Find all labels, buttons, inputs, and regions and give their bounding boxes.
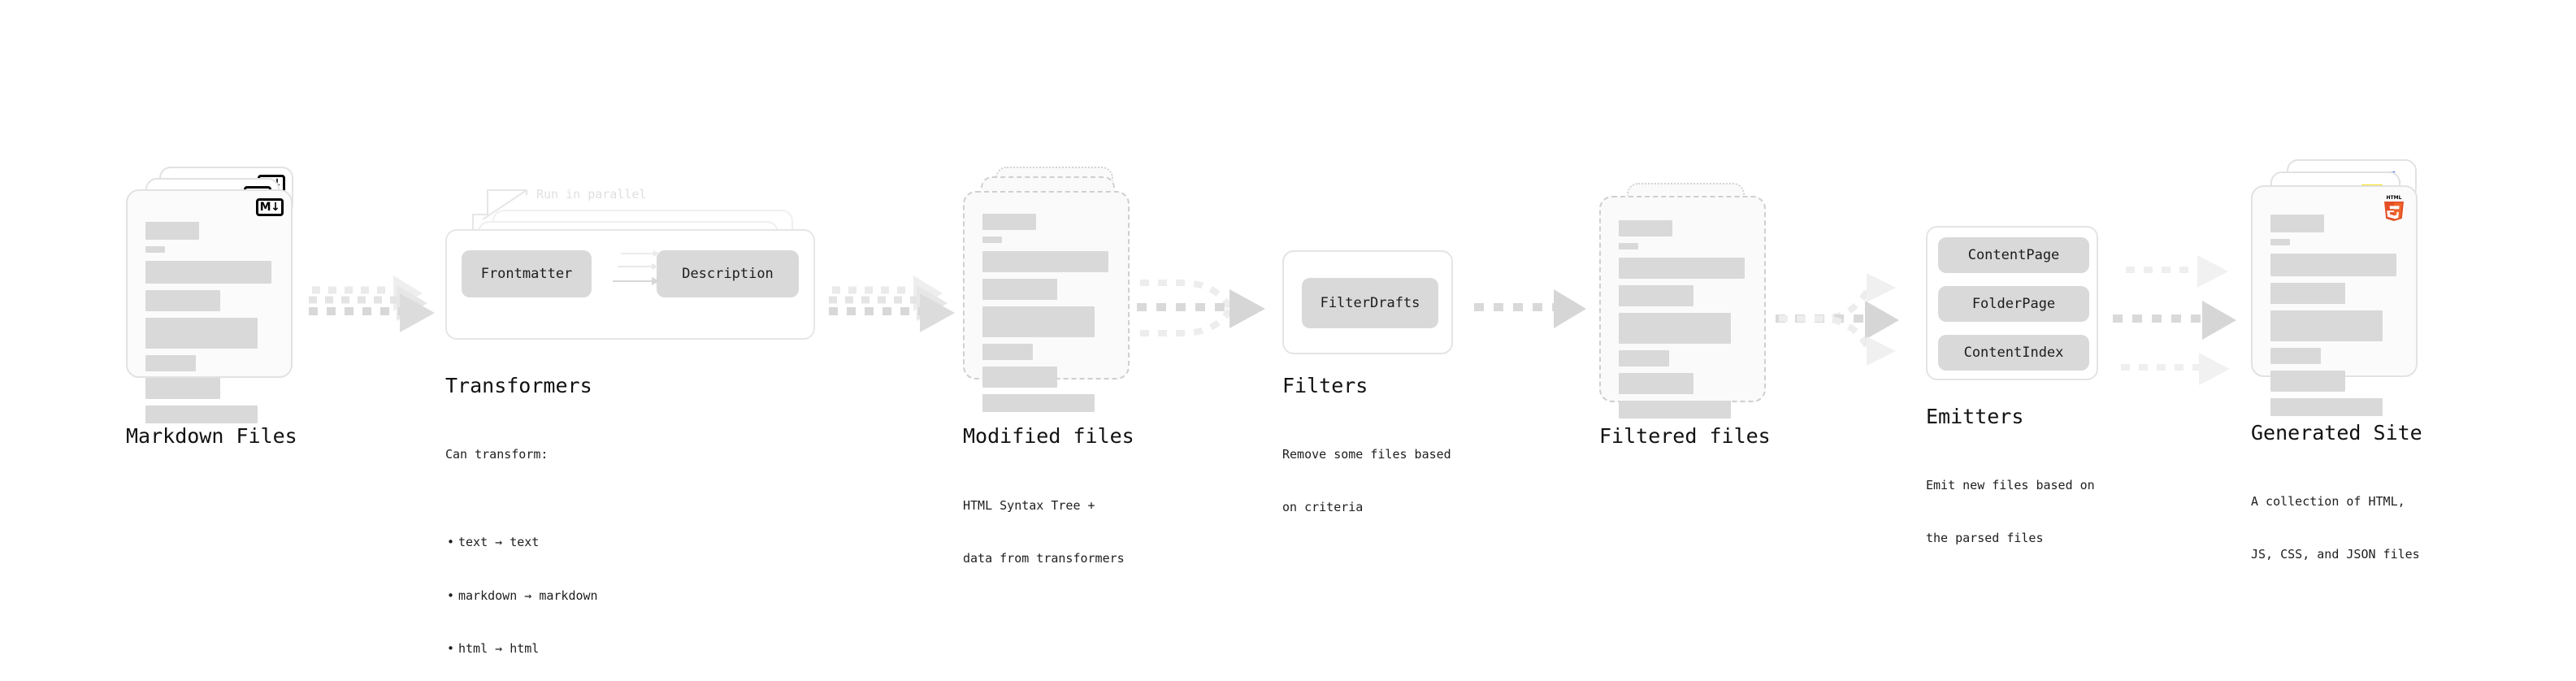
caption-line: Emit new files based on — [1926, 477, 2095, 492]
skeleton-bar — [1619, 243, 1638, 249]
emitter-pill-contentpage[interactable]: ContentPage — [1938, 237, 2089, 273]
stage-title-generated-site: Generated Site — [2251, 421, 2422, 445]
stage-caption-transformers: Can transform: text → text markdown → ma… — [445, 410, 598, 681]
run-in-parallel-bracket — [472, 189, 527, 234]
emitter-pill-folderpage[interactable]: FolderPage — [1938, 286, 2089, 322]
skeleton-bar — [2270, 215, 2324, 232]
skeleton-bar — [982, 394, 1095, 412]
markdown-badge: M↓ — [256, 198, 284, 216]
modified-card-front — [963, 191, 1130, 412]
connector-filters-to-filtered — [1474, 289, 1586, 328]
skeleton-bar — [982, 344, 1033, 360]
skeleton-bar — [982, 214, 1036, 230]
svg-text:HTML: HTML — [2387, 195, 2402, 201]
transformer-pill-frontmatter[interactable]: Frontmatter — [462, 250, 592, 297]
caption-line: data from transformers — [963, 550, 1125, 566]
skeleton-bar — [2270, 239, 2290, 245]
caption-list-item: markdown → markdown — [458, 588, 598, 605]
skeleton-bar — [1619, 285, 1693, 306]
connector-modified-to-filters — [1137, 280, 1265, 336]
caption-list: text → text markdown → markdown html → h… — [445, 499, 598, 681]
stage-transformers: Run in parallel Frontmatter Description — [445, 187, 835, 362]
connector-emitters-to-site — [2113, 255, 2236, 385]
skeleton-bar — [2270, 310, 2383, 341]
skeleton-bar — [2270, 254, 2396, 276]
connector-transformers-to-modified — [829, 275, 955, 332]
stage-title-emitters: Emitters — [1926, 405, 2024, 428]
caption-line: Remove some files based — [1282, 446, 1451, 462]
skeleton-bar — [145, 355, 196, 371]
caption-list-item: html → html — [458, 640, 598, 658]
caption-line: the parsed files — [1926, 530, 2044, 545]
caption-line: A collection of HTML, — [2251, 493, 2405, 509]
caption-line: on criteria — [1282, 499, 1364, 514]
skeleton-bar — [145, 261, 271, 284]
stage-title-markdown-files: Markdown Files — [126, 424, 297, 448]
stage-title-filters: Filters — [1282, 374, 1368, 397]
stage-caption-filters: Remove some files based on criteria — [1282, 410, 1451, 552]
skeleton-bar — [145, 290, 220, 311]
connector-markdown-to-transformers — [309, 275, 435, 332]
skeleton-bar — [145, 378, 220, 399]
emitters-box[interactable]: ContentPage FolderPage ContentIndex — [1926, 226, 2098, 380]
skeleton-bar — [982, 367, 1057, 388]
caption-heading: Can transform: — [445, 446, 549, 462]
transformer-pill-description[interactable]: Description — [657, 250, 799, 297]
markdown-card-front: M↓ — [126, 189, 293, 423]
stage-markdown-files: M↓ M↓ M↓ — [126, 167, 313, 423]
stage-caption-modified-files: HTML Syntax Tree + data from transformer… — [963, 462, 1125, 603]
filter-pill-filterdrafts[interactable]: FilterDrafts — [1302, 278, 1438, 328]
stage-modified-files — [963, 167, 1150, 412]
html5-badge: HTML — [2382, 193, 2406, 221]
skeleton-bar — [1619, 220, 1672, 236]
skeleton-bar — [982, 306, 1095, 337]
skeleton-bar — [2270, 398, 2383, 416]
caption-line: HTML Syntax Tree + — [963, 497, 1095, 513]
caption-line: JS, CSS, and JSON files — [2251, 546, 2420, 562]
skeleton-bar — [145, 222, 199, 240]
run-in-parallel-label: Run in parallel — [536, 187, 647, 202]
stage-title-filtered-files: Filtered files — [1599, 424, 1771, 448]
skeleton-bar — [1619, 258, 1745, 279]
connector-filtered-to-emitters — [1776, 273, 1899, 366]
generated-card-front: HTML — [2251, 185, 2418, 416]
stage-title-modified-files: Modified files — [963, 424, 1134, 448]
stage-generated-site: CSS HTML — [2251, 159, 2446, 416]
stage-caption-generated-site: A collection of HTML, JS, CSS, and JSON … — [2251, 458, 2420, 599]
stage-emitters: ContentPage FolderPage ContentIndex — [1926, 226, 2121, 388]
transformer-box-front[interactable]: Frontmatter Description — [445, 229, 815, 340]
skeleton-bar — [982, 279, 1057, 300]
skeleton-bar — [1619, 373, 1693, 394]
skeleton-bar — [2270, 348, 2321, 364]
skeleton-bar — [2270, 371, 2345, 392]
stage-title-transformers: Transformers — [445, 374, 592, 397]
skeleton-bar — [1619, 401, 1731, 419]
emitter-pill-contentindex[interactable]: ContentIndex — [1938, 335, 2089, 371]
skeleton-bar — [145, 246, 165, 253]
skeleton-bar — [1619, 313, 1731, 344]
skeleton-bar — [2270, 283, 2345, 304]
skeleton-bar — [982, 236, 1002, 243]
caption-list-item: text → text — [458, 534, 598, 552]
filters-box[interactable]: FilterDrafts — [1282, 250, 1453, 354]
skeleton-bar — [145, 406, 258, 423]
skeleton-bar — [982, 251, 1108, 272]
stage-filters: FilterDrafts — [1282, 250, 1461, 356]
skeleton-bar — [145, 318, 258, 349]
transformer-inner-arrows — [613, 250, 660, 285]
stage-filtered-files — [1599, 183, 1786, 419]
skeleton-bar — [1619, 350, 1669, 367]
filtered-card-front — [1599, 196, 1766, 419]
stage-caption-emitters: Emit new files based on the parsed files — [1926, 441, 2095, 583]
